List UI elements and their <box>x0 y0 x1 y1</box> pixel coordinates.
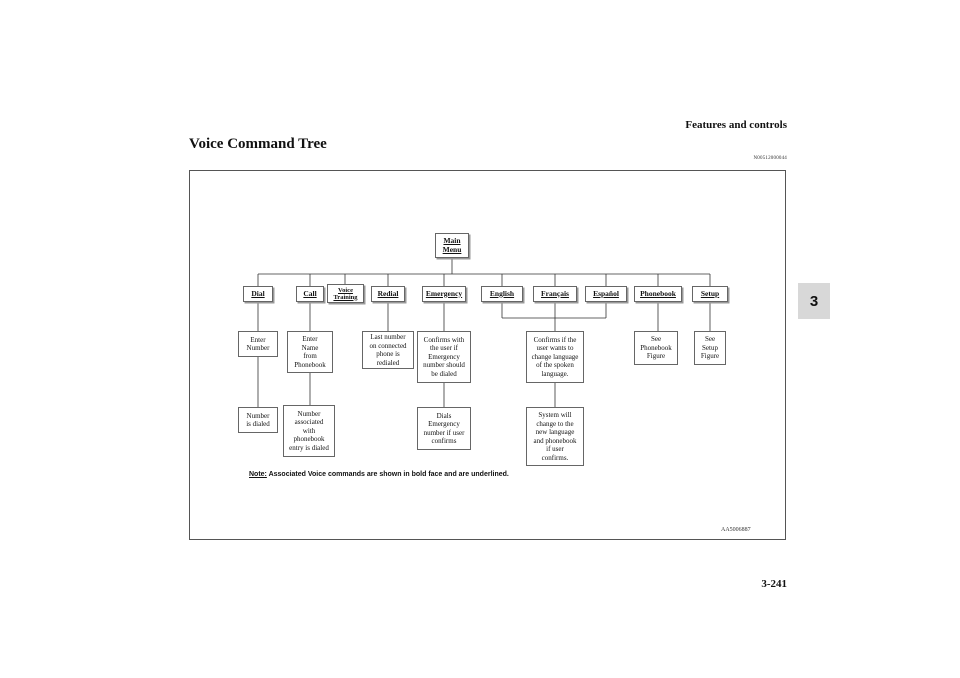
note-label: Note: <box>249 471 267 478</box>
command-redial: Redial <box>371 286 405 302</box>
section-code: N00512000044 <box>753 156 787 161</box>
note-text: Associated Voice commands are shown in b… <box>266 471 509 478</box>
main-menu-node: Main Menu <box>435 233 469 258</box>
diagram-note: Note: Associated Voice commands are show… <box>249 471 509 478</box>
command-english: English <box>481 286 523 302</box>
redial-result: Last number on connected phone is redial… <box>362 331 414 369</box>
language-change: System will change to the new language a… <box>526 407 584 466</box>
call-enter-name: Enter Name from Phonebook <box>287 331 333 373</box>
command-voice-training: Voice Training <box>327 284 364 303</box>
header-title: Features and controls <box>685 119 787 131</box>
phonebook-see-figure: See Phonebook Figure <box>634 331 678 365</box>
emergency-dials: Dials Emergency number if user confirms <box>417 407 471 450</box>
page-number: 3-241 <box>761 578 787 590</box>
command-emergency: Emergency <box>422 286 466 302</box>
command-call: Call <box>296 286 324 302</box>
emergency-confirm: Confirms with the user if Emergency numb… <box>417 331 471 383</box>
command-phonebook: Phonebook <box>634 286 682 302</box>
command-espanol: Español <box>585 286 627 302</box>
command-francais: Français <box>533 286 577 302</box>
call-number-dialed: Number associated with phonebook entry i… <box>283 405 335 457</box>
diagram-frame <box>189 170 786 540</box>
image-code: AA5006887 <box>721 527 751 533</box>
dial-enter-number: Enter Number <box>238 331 278 357</box>
setup-see-figure: See Setup Figure <box>694 331 726 365</box>
chapter-tab: 3 <box>798 283 830 319</box>
section-title: Voice Command Tree <box>189 136 327 152</box>
dial-number-dialed: Number is dialed <box>238 407 278 433</box>
command-dial: Dial <box>243 286 273 302</box>
language-confirm: Confirms if the user wants to change lan… <box>526 331 584 383</box>
command-setup: Setup <box>692 286 728 302</box>
